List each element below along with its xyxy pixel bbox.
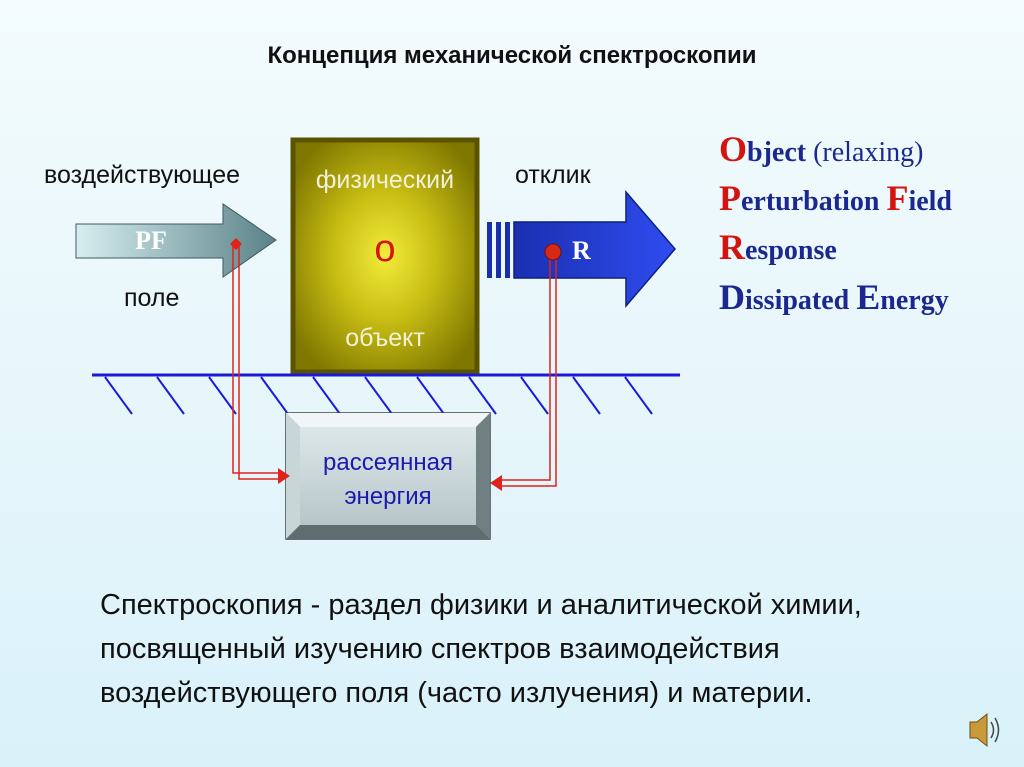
- legend-response-initial: R: [719, 227, 745, 267]
- output-stripe-2: [496, 222, 501, 278]
- speaker-icon[interactable]: [969, 712, 1000, 748]
- input-arrow-label: PF: [135, 226, 167, 255]
- description: Спектроскопия - раздел физики и аналитич…: [100, 583, 980, 715]
- output-signal-line: [500, 254, 557, 487]
- dissipated-label: рассеянная энергия: [300, 446, 476, 514]
- input-signal-line: [232, 244, 282, 480]
- legend-field-rest: ield: [908, 186, 952, 217]
- page-title: Концепция механической спектроскопии: [267, 42, 757, 69]
- legend-response: Response: [719, 226, 837, 268]
- object-label-bottom: объект: [345, 324, 425, 352]
- legend-object-note: (relaxing): [806, 137, 924, 168]
- input-signal-node: [230, 238, 242, 250]
- legend-dissipated-initial: D: [719, 277, 745, 317]
- legend-perturbation-field: Perturbation Field: [719, 177, 952, 219]
- object-label-top: физический: [315, 166, 455, 194]
- ground-hatching: [104, 376, 653, 415]
- description-line-2: посвященный изучению спектров взаимодейс…: [100, 633, 780, 665]
- description-line-3: воздействующего поля (часто излучения) и…: [100, 677, 813, 709]
- output-stripe-1: [487, 222, 492, 278]
- dissipated-energy-box: [285, 412, 491, 540]
- legend-object-rest: bject: [747, 137, 807, 168]
- output-arrow-label: R: [572, 236, 591, 265]
- legend-object: Object (relaxing): [719, 128, 923, 170]
- input-arrow: [75, 203, 277, 278]
- legend-dissipated-energy: Dissipated Energy: [719, 276, 949, 318]
- output-signal-node: [544, 243, 562, 261]
- output-stripe-3: [505, 222, 510, 278]
- output-arrow: [513, 189, 676, 309]
- legend-dissipated-rest: issipated: [745, 285, 857, 316]
- left-label-bottom: поле: [124, 284, 180, 312]
- legend-perturbation-rest: erturbation: [741, 186, 887, 217]
- output-signal-arrowhead: [490, 475, 502, 491]
- object-symbol: o: [374, 228, 396, 270]
- legend-energy-initial: E: [856, 277, 881, 317]
- input-signal-arrowhead: [278, 468, 290, 484]
- response-label: отклик: [515, 161, 591, 189]
- legend-response-rest: esponse: [745, 235, 837, 266]
- legend-object-initial: O: [719, 129, 748, 169]
- legend-field-initial: F: [886, 178, 909, 218]
- description-line-1: Спектроскопия - раздел физики и аналитич…: [100, 589, 862, 621]
- left-label-top: воздействующее: [44, 161, 241, 189]
- object-box: [290, 137, 480, 375]
- legend-energy-rest: nergy: [880, 285, 949, 316]
- dissipated-label-line1: рассеянная: [323, 449, 453, 476]
- legend-perturbation-initial: P: [719, 178, 741, 218]
- dissipated-label-line2: энергия: [344, 483, 432, 510]
